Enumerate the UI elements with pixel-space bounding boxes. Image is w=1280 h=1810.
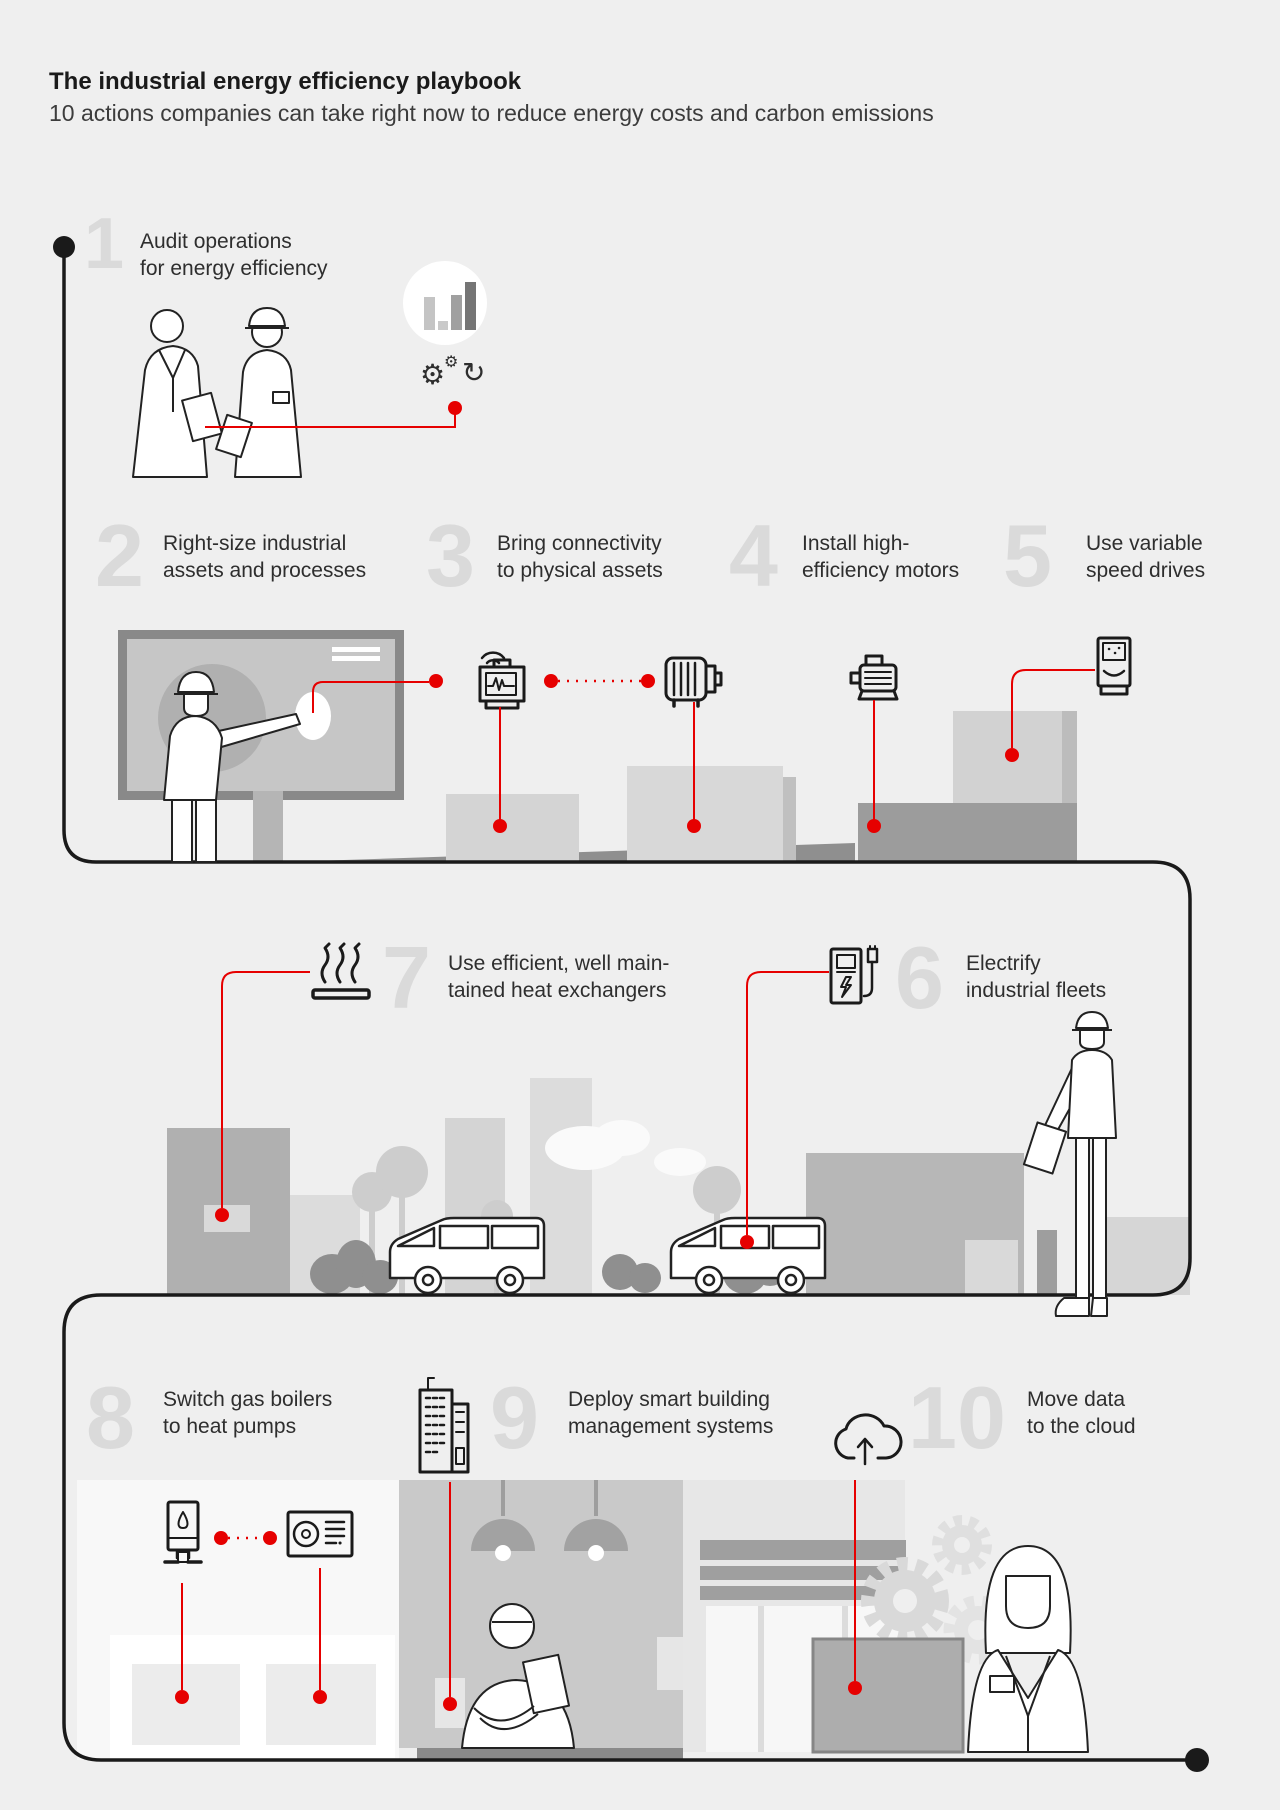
step-9-label: Deploy smart building management systems: [568, 1388, 774, 1438]
cloud-upload-icon: [834, 1413, 903, 1466]
heat-exchanger-icon: [311, 942, 371, 1000]
red-links: [175, 401, 1095, 1711]
generator-icon: [664, 656, 723, 708]
fleet-manager-illustration: [1022, 1011, 1117, 1317]
step-4-number: 4: [729, 506, 778, 605]
smart-building-icon: [418, 1377, 470, 1474]
counter-person-illustration: [461, 1603, 575, 1749]
gear-small-icon: ⚙: [444, 354, 459, 371]
step-3-label: Bring connectivity to physical assets: [497, 532, 663, 582]
drive-icon: [1096, 636, 1132, 696]
red-link-step6: [746, 971, 829, 1235]
motor-icon: [849, 654, 899, 701]
bar-chart-icon: [424, 282, 476, 330]
connected-asset-icon: [478, 651, 526, 710]
depot-door: [965, 1240, 1018, 1295]
van-illustration: [388, 1216, 546, 1295]
step-10-label: Move data to the cloud: [1027, 1388, 1136, 1438]
heat-pump-icon: [286, 1510, 354, 1558]
red-link-step7: [221, 971, 310, 1208]
step-10-number: 10: [908, 1368, 1006, 1467]
red-link-step5: [1011, 669, 1095, 748]
connector-path: [53, 236, 1209, 1772]
step-2-label: Right-size industrial assets and process…: [163, 532, 367, 582]
gas-boiler-icon: [163, 1500, 203, 1564]
city-scene: [167, 1078, 1190, 1295]
ev-charger-icon: [829, 945, 879, 1005]
pendant-lamp: [471, 1480, 535, 1561]
step-7-number: 7: [382, 928, 431, 1027]
step-6-number: 6: [895, 928, 944, 1027]
scientist-illustration: [967, 1545, 1089, 1753]
wall-frame: [657, 1637, 683, 1690]
step-5-number: 5: [1003, 506, 1052, 605]
step-3-number: 3: [426, 506, 475, 605]
step-4-label: Install high- efficiency motors: [802, 532, 960, 582]
factory-scene: [118, 630, 1077, 862]
screen-worker-illustration: [163, 671, 301, 863]
step-5-label: Use variable speed drives: [1086, 532, 1206, 582]
step-1-number: 1: [84, 204, 125, 284]
step-9-number: 9: [490, 1368, 539, 1467]
page-title: The industrial energy efficiency playboo…: [49, 68, 522, 95]
red-dots: [175, 401, 1019, 1711]
server-cabinet: [811, 1637, 965, 1754]
cabinet-door: [132, 1664, 240, 1745]
step-2-number: 2: [95, 506, 144, 605]
auditors-illustration: [132, 307, 302, 478]
pendant-lamp: [564, 1480, 628, 1561]
chart-bubble: [403, 261, 487, 345]
counter-top: [417, 1748, 683, 1760]
step-8-number: 8: [86, 1368, 135, 1467]
red-link-step2: [312, 681, 429, 713]
page-subtitle: 10 actions companies can take right now …: [49, 100, 934, 126]
clouds: [545, 1120, 706, 1176]
gears-icon: ⚙: [420, 359, 446, 390]
end-dot: [1185, 1748, 1209, 1772]
refresh-icon: ↻: [462, 357, 486, 388]
post: [1037, 1230, 1057, 1295]
step-8-label: Switch gas boilers to heat pumps: [163, 1388, 333, 1438]
step-6-label: Electrify industrial fleets: [966, 952, 1107, 1002]
window-blinds: [700, 1540, 906, 1600]
step-1-label: Audit operations for energy efficiency: [140, 230, 328, 280]
step-7-label: Use efficient, well main- tained heat ex…: [448, 952, 670, 1002]
start-dot: [53, 236, 75, 258]
